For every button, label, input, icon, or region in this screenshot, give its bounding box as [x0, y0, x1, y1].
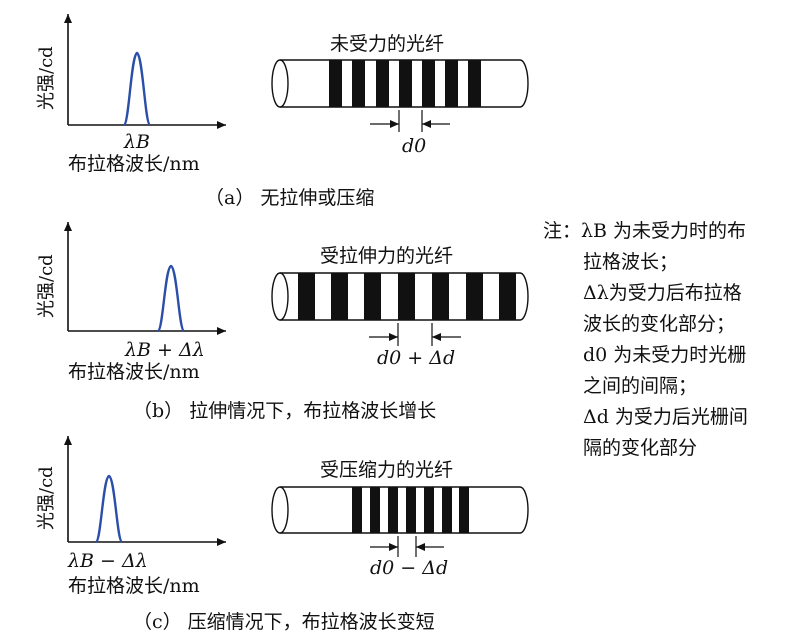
caption-a: （a） 无拉伸或压缩	[205, 187, 374, 209]
fiber-b: 受拉伸力的光纤 d0 + Δd	[271, 245, 529, 369]
grating-bar	[466, 273, 483, 320]
panel-a: 光强/cd λB 布拉格波长/nm 未受力的光纤	[36, 14, 529, 209]
note-line: Δλ为受力后布拉格	[583, 282, 742, 304]
spectrum-plot-a: 光强/cd λB 布拉格波长/nm	[36, 14, 226, 175]
caption-c: （c） 压缩情况下，布拉格波长变短	[133, 611, 435, 633]
reflection-peak	[94, 474, 124, 544]
spectrum-plot-b: 光强/cd λB + Δλ 布拉格波长/nm	[36, 222, 226, 383]
fiber-end-left	[271, 486, 289, 534]
fiber-end-right	[519, 486, 529, 534]
fiber-c: 受压缩力的光纤 d0 − Δd	[271, 459, 529, 579]
x-axis-label: 布拉格波长/nm	[68, 575, 200, 597]
grating-bar	[445, 60, 458, 107]
spacing-indicator	[370, 536, 444, 557]
grating-bar	[370, 487, 380, 533]
panel-b: 光强/cd λB + Δλ 布拉格波长/nm 受拉伸力的光纤	[36, 222, 529, 422]
grating-bar	[331, 273, 348, 320]
peak-label: λB + Δλ	[124, 339, 205, 361]
fiber-end-left	[271, 272, 289, 321]
fiber-end-right	[519, 272, 529, 321]
x-axis-label: 布拉格波长/nm	[68, 153, 200, 175]
spacing-label: d0 + Δd	[377, 347, 455, 369]
spacing-label: d0	[402, 135, 426, 157]
y-axis-label: 光强/cd	[36, 46, 57, 110]
grating-bar	[398, 273, 415, 320]
y-axis-label: 光强/cd	[36, 254, 57, 318]
spectrum-plot-c: 光强/cd λB − Δλ 布拉格波长/nm	[36, 436, 226, 597]
reflection-peak	[122, 51, 152, 127]
note-box: 注：λB 为未受力时的布 拉格波长； Δλ为受力后布拉格 波长的变化部分； d0…	[543, 216, 801, 464]
grating-bar	[364, 273, 381, 320]
grating-bar	[376, 60, 389, 107]
grating-bar	[468, 60, 481, 107]
grating-bar	[399, 60, 412, 107]
grating-bar	[432, 273, 449, 320]
caption-b: （b） 拉伸情况下，布拉格波长增长	[133, 400, 436, 422]
grating-lines	[329, 60, 481, 107]
spacing-indicator	[369, 323, 461, 346]
spacing-label: d0 − Δd	[370, 557, 448, 579]
peak-label: λB	[123, 131, 150, 153]
grating-bar	[424, 487, 434, 533]
note-line: 拉格波长；	[583, 251, 679, 273]
fiber-title: 受拉伸力的光纤	[320, 245, 453, 267]
spacing-indicator	[370, 110, 450, 132]
note-line: 波长的变化部分；	[583, 313, 736, 335]
grating-lines	[298, 273, 516, 320]
x-axis-label: 布拉格波长/nm	[68, 361, 200, 383]
fiber-body	[280, 486, 520, 534]
panel-c: 光强/cd λB − Δλ 布拉格波长/nm 受压缩力的光纤	[36, 436, 529, 633]
y-axis-label: 光强/cd	[36, 466, 57, 530]
note-line: 隔的变化部分	[583, 437, 698, 459]
reflection-peak	[156, 264, 186, 333]
fiber-title: 受压缩力的光纤	[320, 459, 453, 481]
note-line: 注：λB 为未受力时的布	[543, 220, 747, 242]
fiber-title: 未受力的光纤	[330, 33, 444, 55]
grating-bar	[329, 60, 342, 107]
grating-bar	[422, 60, 435, 107]
grating-lines	[352, 487, 469, 533]
grating-bar	[442, 487, 452, 533]
peak-label: λB − Δλ	[67, 550, 148, 572]
grating-bar	[352, 487, 362, 533]
fiber-end-right	[519, 59, 529, 108]
note-line: 之间的间隔；	[583, 375, 698, 397]
fiber-a: 未受力的光纤 d0	[271, 33, 529, 157]
grating-bar	[388, 487, 398, 533]
grating-bar	[499, 273, 516, 320]
note-line: Δd 为受力后光栅间	[583, 406, 748, 428]
note-line: d0 为未受力时光栅	[583, 344, 747, 366]
grating-bar	[352, 60, 365, 107]
grating-bar	[298, 273, 315, 320]
grating-bar	[406, 487, 416, 533]
fiber-end-left	[271, 59, 289, 108]
grating-bar	[459, 487, 469, 533]
